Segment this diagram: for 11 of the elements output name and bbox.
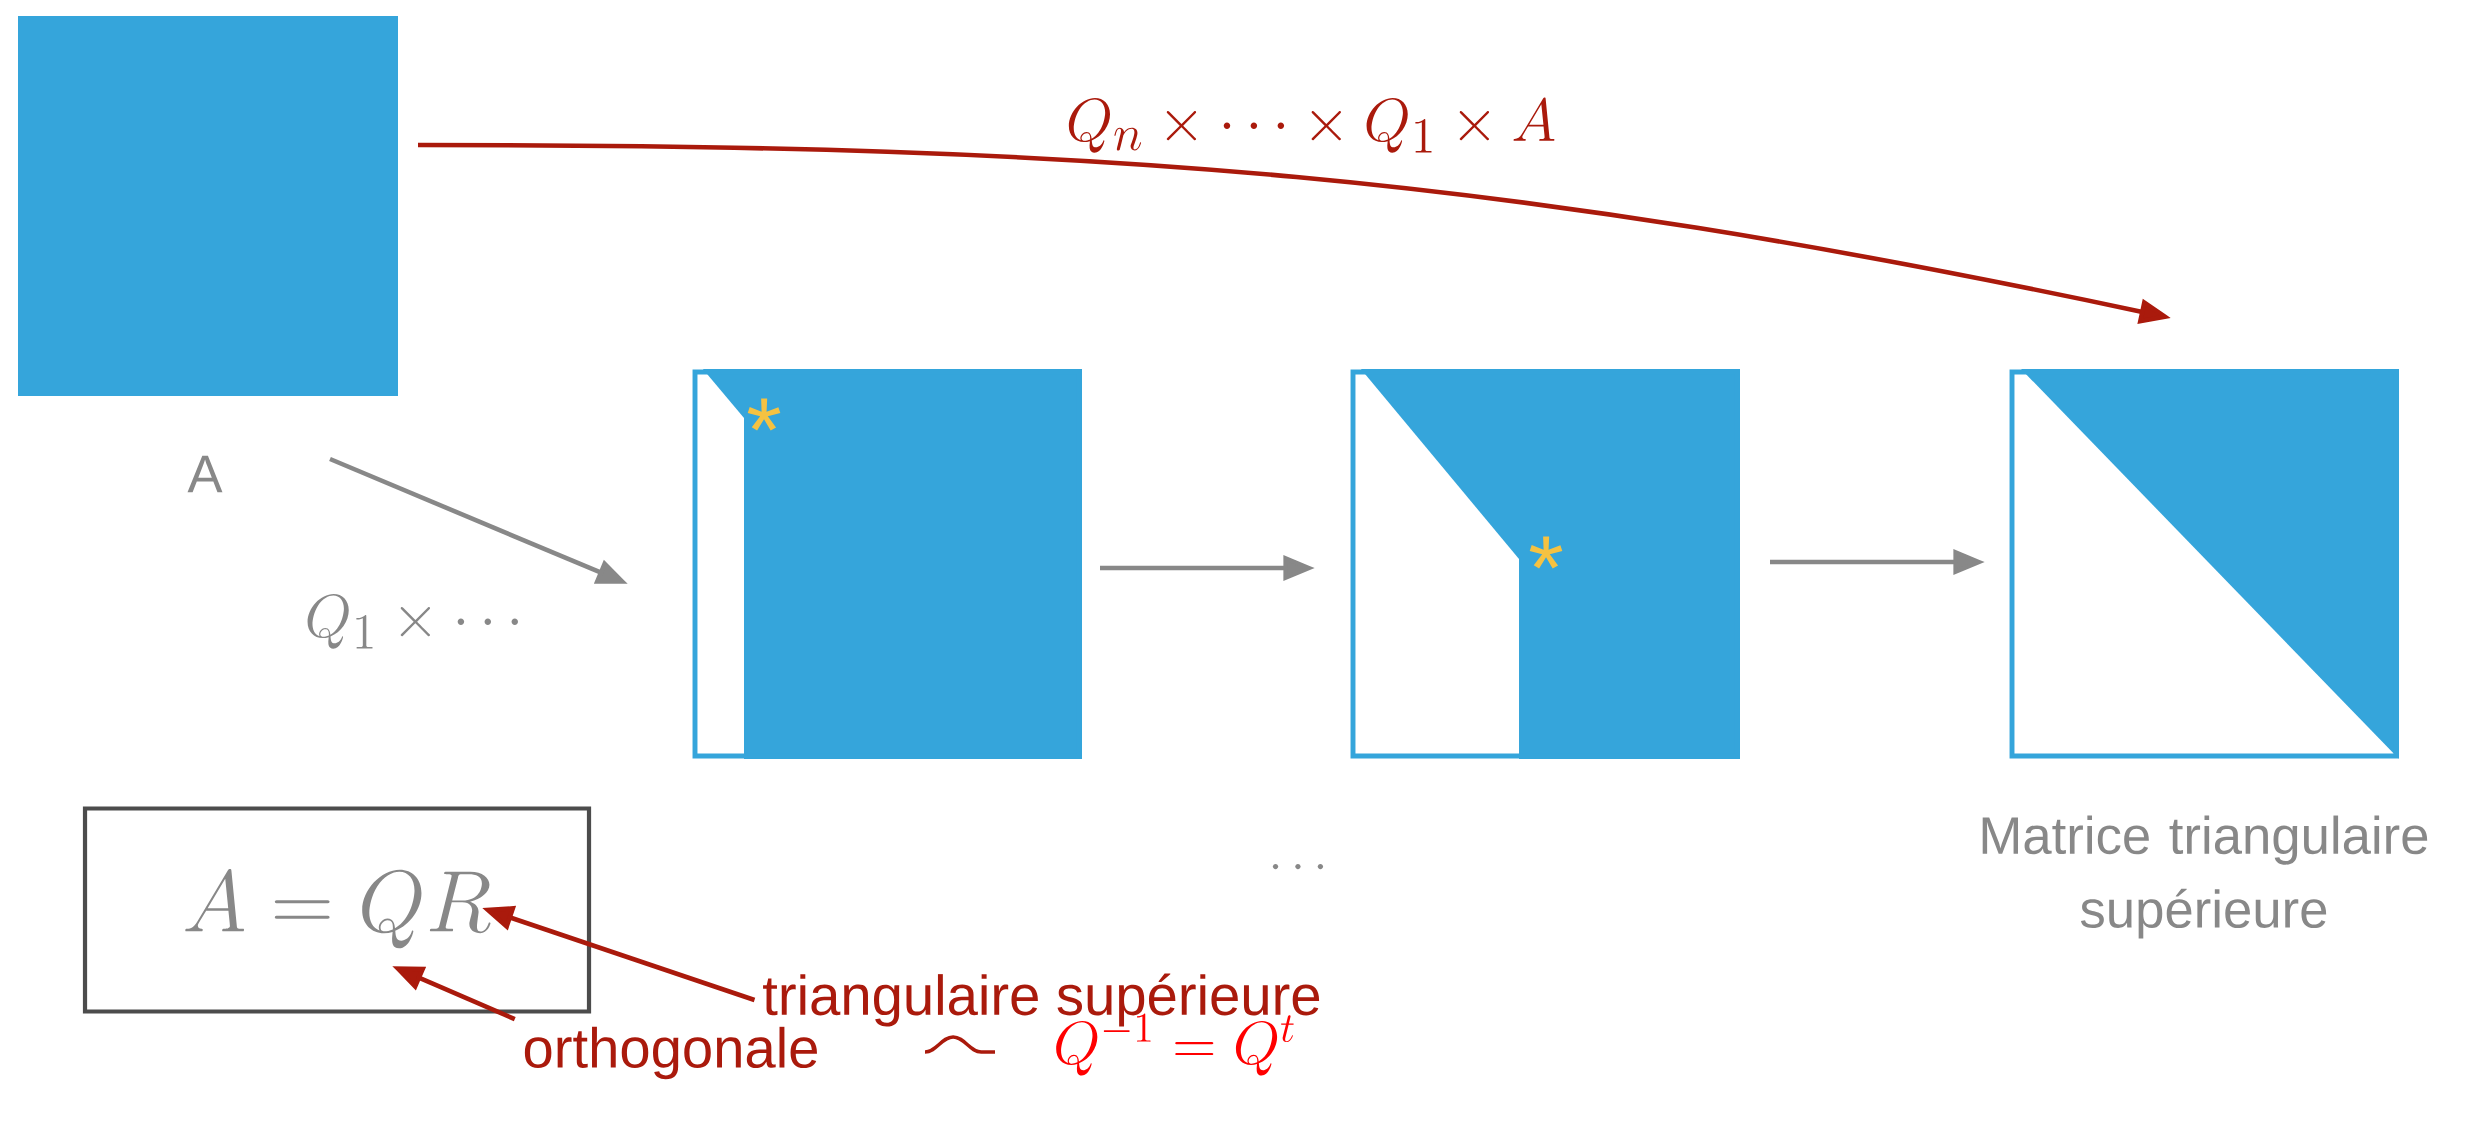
- formula-box: $A = QR$: [82, 806, 592, 1014]
- ellipsis: $\cdots$: [1272, 863, 1324, 870]
- matrix-caption: A: [187, 455, 223, 493]
- matrix-square: [18, 16, 398, 396]
- annotation-text: orthogonale: [524, 1026, 817, 1080]
- matrix-square: *: [1350, 368, 1740, 760]
- matrix-square: [2009, 368, 2400, 760]
- edge-label: $Q_1 \times \cdots$: [307, 594, 518, 649]
- edge-label: $Q_n \times \cdots \times Q_1 \times A$: [1068, 97, 1555, 153]
- matrix-caption: Matrice triangulaire supérieure: [1982, 815, 2428, 939]
- matrix-square: *: [692, 368, 1082, 760]
